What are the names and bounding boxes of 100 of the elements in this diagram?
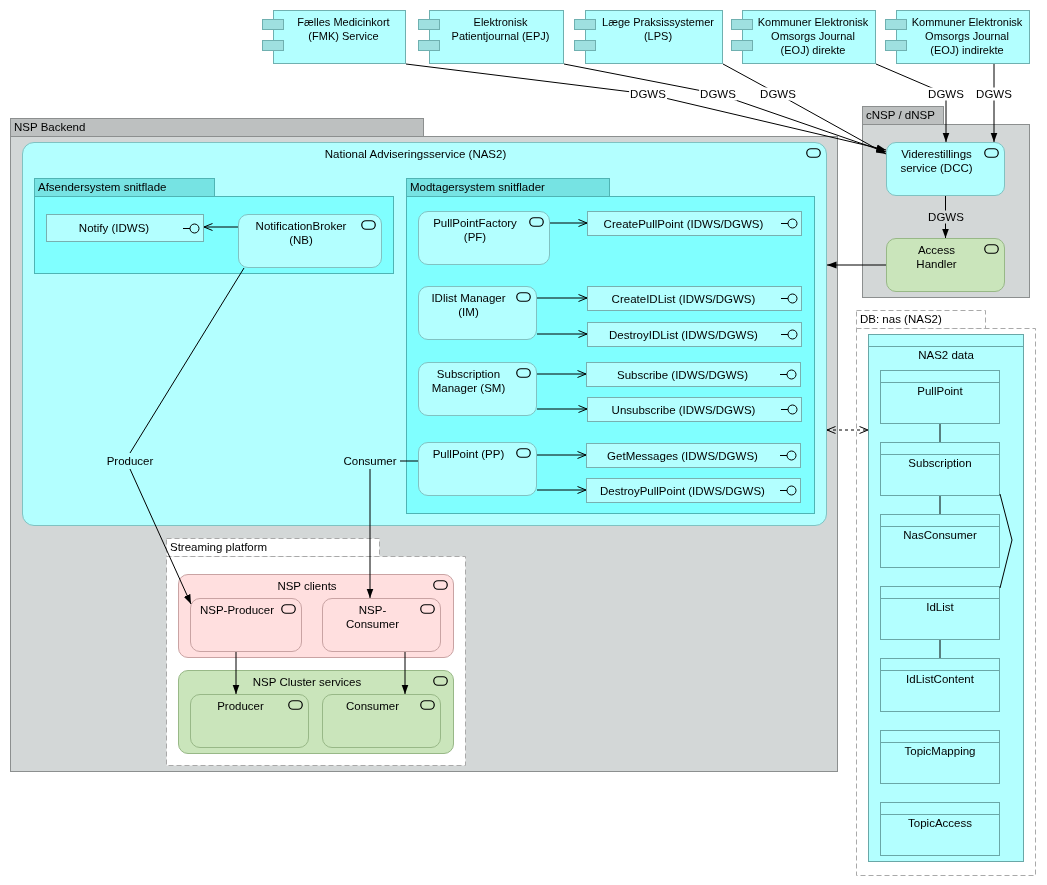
node-title: Subscription (908, 456, 972, 470)
node-title: National Adviseringsservice (NAS2) (324, 147, 507, 161)
edge-label: DGWS (699, 87, 737, 101)
edge-label: DGWS (759, 87, 797, 101)
connector-line (939, 423, 941, 443)
table-box (880, 802, 1000, 856)
text-label: Producer (104, 453, 156, 469)
group-title: DB: nas (NAS2) (860, 313, 942, 325)
service-box (418, 442, 537, 496)
arrow (401, 651, 409, 695)
arrow (536, 330, 588, 338)
node-title: Fælles Medicinkort (FMK) Service (296, 15, 391, 43)
node-title: Kommuner Elektronisk Omsorgs Journal (EOJ) direkte (756, 15, 870, 57)
interface-box (587, 286, 802, 311)
group-frame (406, 178, 815, 514)
table-box (880, 586, 1000, 640)
component-box (885, 10, 1030, 64)
group-frame (862, 106, 1030, 298)
node-title: NAS2 data (918, 348, 974, 362)
node-title: CreateIDList (IDWS/DGWS) (611, 291, 756, 306)
node-title: Læge Praksissystemer (LPS) (601, 15, 715, 43)
service-box (886, 142, 1005, 196)
node-title: NSP-Consumer (344, 603, 401, 631)
arrow (232, 651, 240, 695)
service-box (238, 214, 382, 268)
interface-box (586, 478, 801, 503)
node-title: NSP Cluster services (252, 675, 362, 689)
service-box (322, 694, 441, 748)
interface-box (587, 211, 802, 236)
group-frame (34, 178, 394, 274)
schema-box (868, 334, 1024, 862)
node-title: NasConsumer (903, 528, 977, 542)
table-box (880, 658, 1000, 712)
connector-line (999, 493, 1013, 589)
service-box (190, 598, 302, 652)
service-box (418, 362, 537, 416)
arrow (549, 219, 588, 227)
node-title: Subscribe (IDWS/DGWS) (617, 367, 748, 382)
node-title: PullPoint (PP) (432, 447, 505, 461)
table-box (880, 442, 1000, 496)
node-title: TopicMapping (904, 744, 976, 758)
interface-box (587, 397, 802, 422)
group-frame (856, 310, 1036, 876)
service-box (178, 574, 454, 658)
service-box (418, 286, 537, 340)
interface-box (586, 443, 801, 468)
node-title: CreatePullPoint (IDWS/DGWS) (603, 216, 764, 231)
arrow (536, 294, 588, 302)
group-title: Modtagersystem snitflader (410, 181, 545, 193)
table-box (880, 370, 1000, 424)
node-title: PullPointFactory (PF) (432, 216, 518, 244)
service-box (886, 238, 1005, 292)
node-title: Notify (IDWS) (78, 221, 150, 235)
edge-label: DGWS (629, 87, 667, 101)
arrow (405, 63, 887, 152)
service-box (418, 211, 550, 265)
edge-label: DGWS (927, 210, 965, 224)
interface-box (587, 322, 802, 347)
node-title: Elektronisk Patientjournal (EPJ) (450, 15, 551, 43)
node-title: TopicAccess (908, 816, 972, 830)
component-box (418, 10, 564, 64)
group-title: NSP Backend (14, 121, 86, 133)
node-title: Producer (217, 699, 264, 713)
node-title: IDlist Manager (IM) (430, 291, 507, 319)
connector-line (939, 639, 941, 659)
service-box (178, 670, 454, 754)
arrow (536, 370, 587, 378)
node-title: NSP-Producer (199, 603, 275, 617)
node-title: Consumer (345, 699, 400, 713)
group-frame (10, 118, 838, 772)
arrow (129, 468, 192, 605)
arrow (366, 468, 374, 599)
connector-line (939, 495, 941, 515)
component-box (262, 10, 406, 64)
table-box (880, 514, 1000, 568)
service-box (322, 598, 441, 652)
node-title: IdList (926, 600, 954, 614)
dashed-arrow (826, 426, 869, 434)
node-title: PullPoint (917, 384, 963, 398)
node-title: NotificationBroker (NB) (254, 219, 348, 247)
arrow (536, 405, 588, 413)
group-title: Afsendersystem snitflade (38, 181, 167, 193)
interface-box (586, 362, 801, 387)
group-title: cNSP / dNSP (866, 109, 935, 121)
text-label: Consumer (340, 453, 400, 469)
node-title: Viderestillings service (DCC) (899, 147, 974, 175)
service-box (190, 694, 309, 748)
arrow (563, 63, 887, 153)
node-title: GetMessages (IDWS/DGWS) (607, 448, 758, 463)
edge-label: DGWS (975, 87, 1013, 101)
service-group-box (22, 142, 827, 526)
table-box (880, 730, 1000, 784)
node-title: DestroyPullPoint (IDWS/DGWS) (600, 483, 765, 498)
arrow (536, 486, 587, 494)
arrow (203, 223, 239, 231)
node-title: NSP clients (277, 579, 337, 593)
node-title: Kommuner Elektronisk Omsorgs Journal (EOJ) indirekte (910, 15, 1024, 57)
node-title: Subscription Manager (SM) (430, 367, 507, 395)
node-title: Access Handler (915, 243, 958, 271)
connector-line (129, 267, 245, 454)
